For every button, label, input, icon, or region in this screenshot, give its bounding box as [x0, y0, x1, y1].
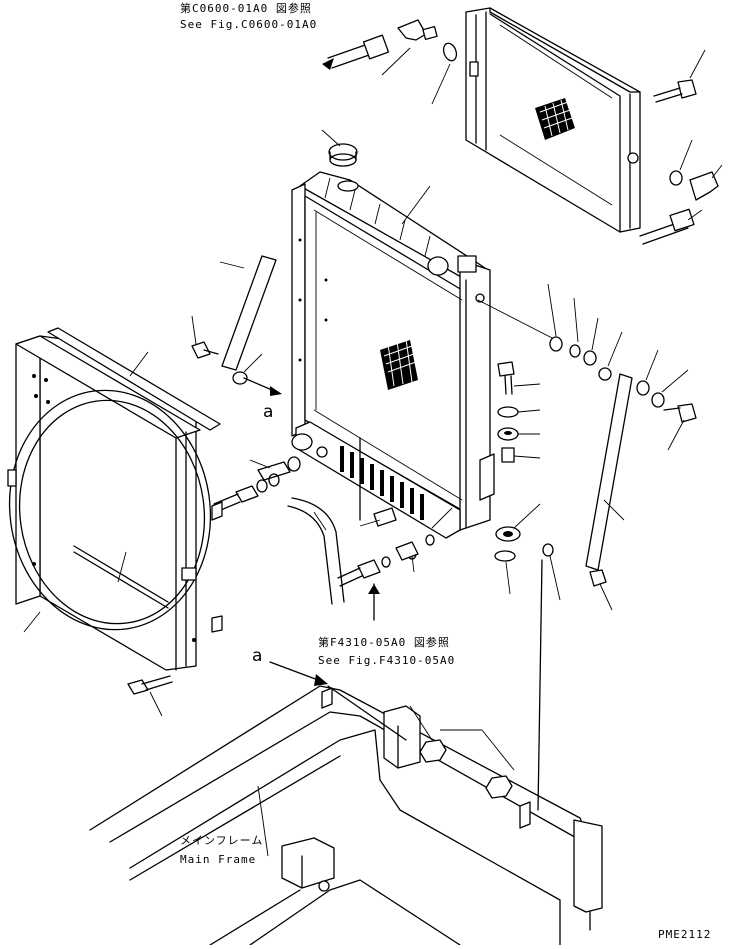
mid-figure-reference-en: See Fig.F4310-05A0: [318, 654, 456, 667]
left-stay: [191, 255, 282, 396]
view-marker-upper: a: [263, 402, 274, 422]
view-marker-lower: a: [252, 646, 263, 666]
fan-shroud: [7, 327, 223, 717]
main-frame-label-jp: メインフレーム: [180, 834, 264, 847]
upper-oil-fittings: [322, 19, 458, 105]
cooler-mesh: [535, 98, 575, 140]
drawing-code: PME2112: [658, 928, 712, 941]
lower-hoses: [213, 437, 453, 621]
mounting-hardware: [477, 283, 623, 595]
oil-cooler: [465, 7, 641, 233]
mid-figure-reference-jp: 第F4310-05A0 図参照: [318, 636, 450, 649]
right-stay: [537, 349, 697, 811]
radiator: [291, 129, 491, 539]
main-frame-label-en: Main Frame: [180, 853, 257, 866]
top-figure-reference-en: See Fig.C0600-01A0: [180, 18, 318, 31]
radiator-mesh: [380, 338, 418, 390]
main-frame: [89, 661, 603, 946]
cooler-bolts: [639, 49, 723, 245]
top-figure-reference-jp: 第C0600-01A0 図参照: [180, 2, 312, 15]
